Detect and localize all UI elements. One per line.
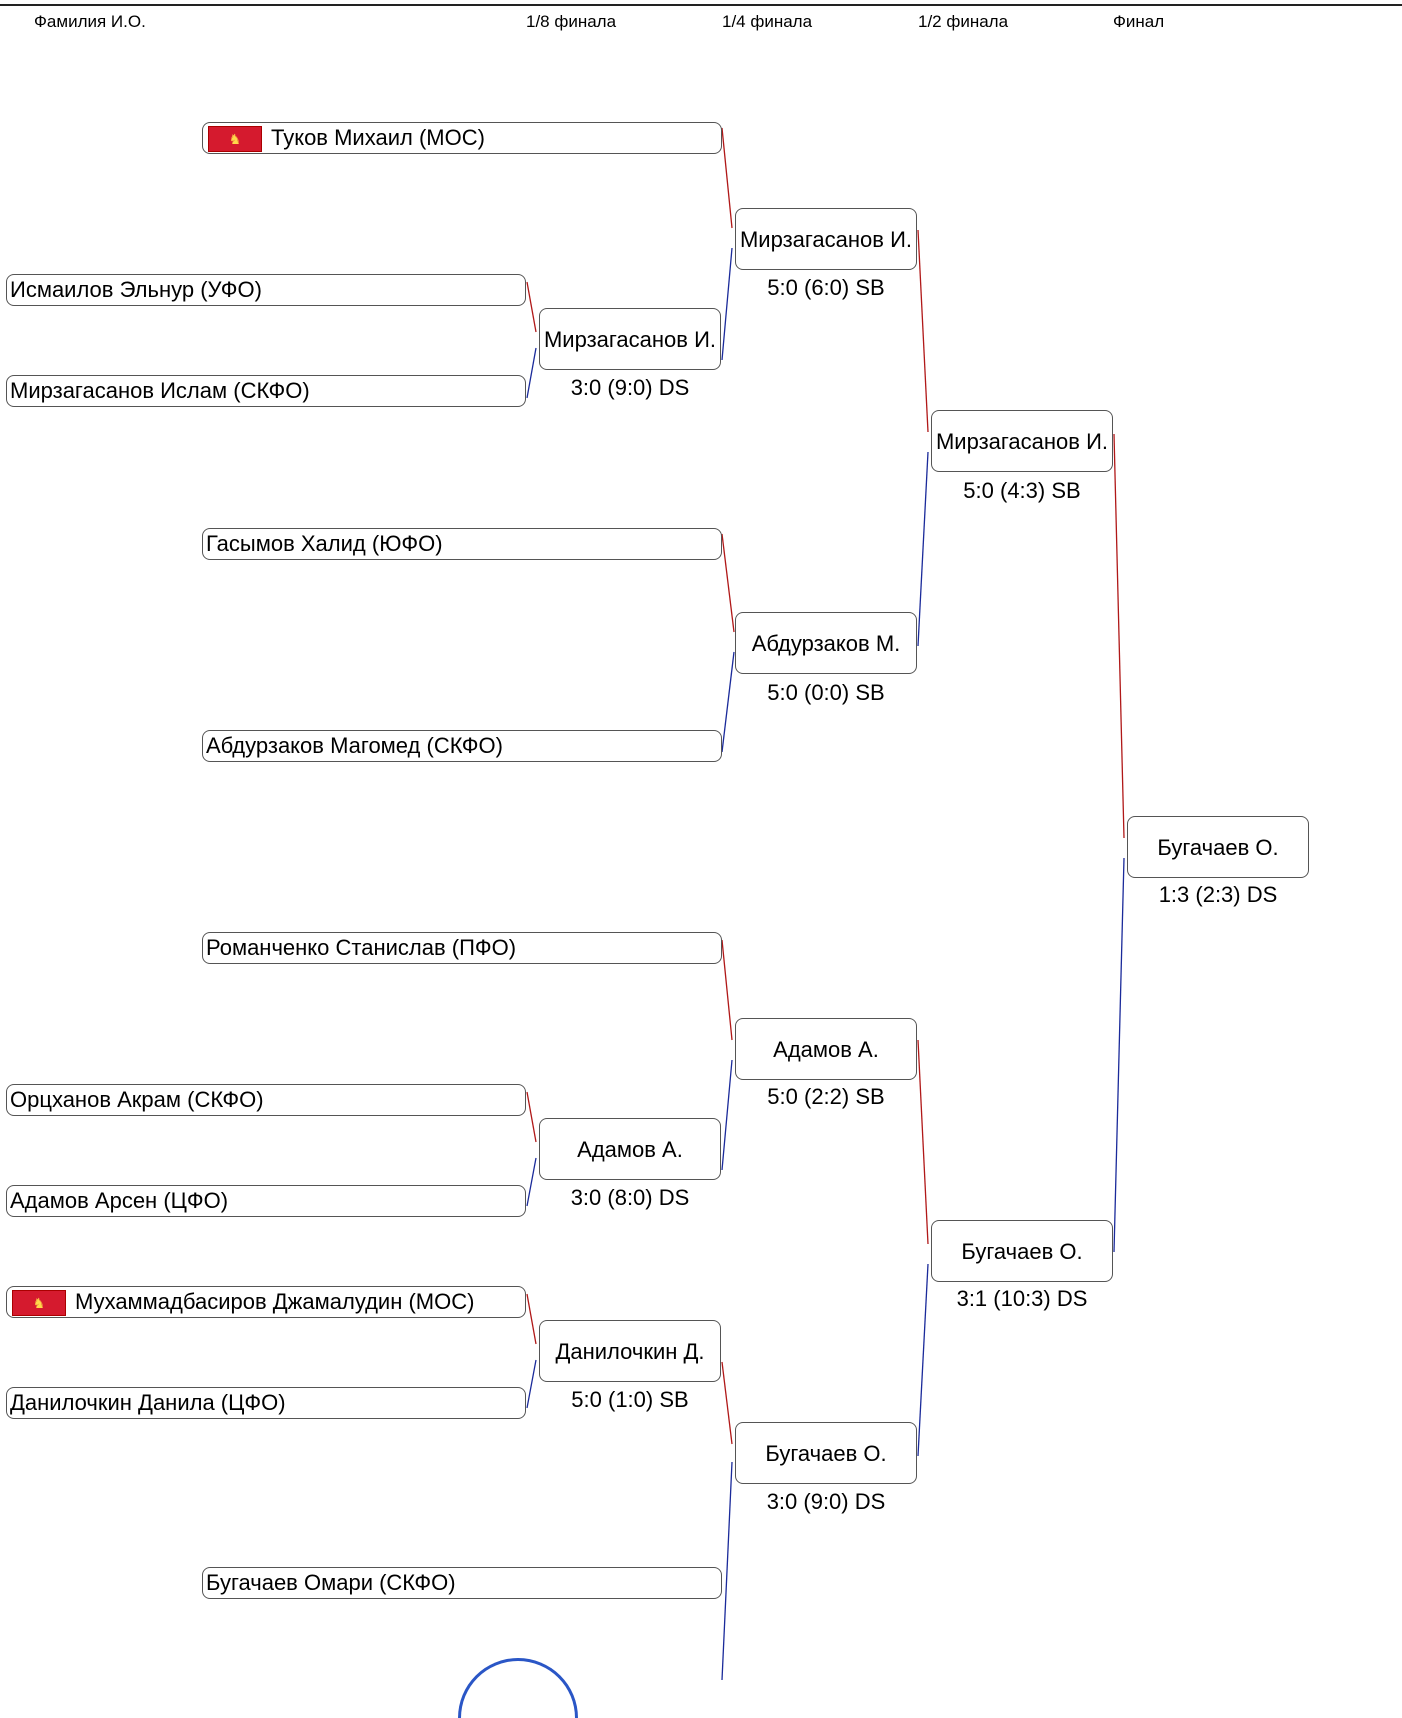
entrant-name: Бугачаев Омари (СКФО) bbox=[206, 1570, 456, 1595]
r16-winner-box: Мирзагасанов И. bbox=[539, 308, 721, 370]
entrant-box: ♞ Мухаммадбасиров Джамалудин (МОС) bbox=[6, 1286, 526, 1318]
entrant-box: Абдурзаков Магомед (СКФО) bbox=[202, 730, 722, 762]
moscow-flag-icon: ♞ bbox=[12, 1290, 66, 1316]
entrant-box: Романченко Станислав (ПФО) bbox=[202, 932, 722, 964]
qf-score: 5:0 (6:0) SB bbox=[767, 275, 885, 300]
entrant-name: Романченко Станислав (ПФО) bbox=[206, 935, 517, 960]
r16-score: 3:0 (8:0) DS bbox=[570, 1185, 690, 1210]
entrant-box: Гасымов Халид (ЮФО) bbox=[202, 528, 722, 560]
entrant-box: Мирзагасанов Ислам (СКФО) bbox=[6, 375, 526, 407]
r16-winner-box: Данилочкин Д. bbox=[539, 1320, 721, 1382]
final-winner-box: Бугачаев О. bbox=[1127, 816, 1309, 878]
entrant-box: Исмаилов Эльнур (УФО) bbox=[6, 274, 526, 306]
qf-winner-box: Мирзагасанов И. bbox=[735, 208, 917, 270]
qf-score: 5:0 (2:2) SB bbox=[767, 1084, 885, 1109]
entrant-name: Орцханов Акрам (СКФО) bbox=[10, 1087, 264, 1112]
entrant-name: Гасымов Халид (ЮФО) bbox=[206, 531, 443, 556]
header-final: Финал bbox=[1113, 12, 1165, 31]
entrant-name: Туков Михаил (МОС) bbox=[271, 125, 485, 150]
entrant-name: Исмаилов Эльнур (УФО) bbox=[10, 277, 262, 302]
entrant-box: Данилочкин Данила (ЦФО) bbox=[6, 1387, 526, 1419]
entrant-name: Абдурзаков Магомед (СКФО) bbox=[206, 733, 503, 758]
entrant-name: Мухаммадбасиров Джамалудин (МОС) bbox=[75, 1289, 475, 1314]
r16-score: 5:0 (1:0) SB bbox=[571, 1387, 689, 1412]
entrant-box: Орцханов Акрам (СКФО) bbox=[6, 1084, 526, 1116]
sf-score: 5:0 (4:3) SB bbox=[963, 478, 1081, 503]
qf-winner-box: Бугачаев О. bbox=[735, 1422, 917, 1484]
entrant-box: Адамов Арсен (ЦФО) bbox=[6, 1185, 526, 1217]
r16-winner-box: Адамов А. bbox=[539, 1118, 721, 1180]
qf-winner-box: Абдурзаков М. bbox=[735, 612, 917, 674]
sf-winner-box: Бугачаев О. bbox=[931, 1220, 1113, 1282]
qf-score: 3:0 (9:0) DS bbox=[766, 1489, 886, 1514]
header-semifinal: 1/2 финала bbox=[918, 12, 1009, 31]
entrant-name: Мирзагасанов Ислам (СКФО) bbox=[10, 378, 310, 403]
sf-score: 3:1 (10:3) DS bbox=[956, 1286, 1088, 1311]
entrant-box: ♞ Туков Михаил (МОС) bbox=[202, 122, 722, 154]
header-name-column: Фамилия И.О. bbox=[34, 12, 146, 31]
top-rule bbox=[0, 4, 1402, 6]
sf-winner-box: Мирзагасанов И. bbox=[931, 410, 1113, 472]
qf-score: 5:0 (0:0) SB bbox=[767, 680, 885, 705]
header-quarterfinal: 1/4 финала bbox=[722, 12, 813, 31]
entrant-box: Бугачаев Омари (СКФО) bbox=[202, 1567, 722, 1599]
r16-score: 3:0 (9:0) DS bbox=[570, 375, 690, 400]
moscow-flag-icon: ♞ bbox=[208, 126, 262, 152]
header-round-of-16: 1/8 финала bbox=[526, 12, 617, 31]
final-score: 1:3 (2:3) DS bbox=[1158, 882, 1278, 907]
qf-winner-box: Адамов А. bbox=[735, 1018, 917, 1080]
entrant-name: Данилочкин Данила (ЦФО) bbox=[10, 1390, 286, 1415]
entrant-name: Адамов Арсен (ЦФО) bbox=[10, 1188, 229, 1213]
